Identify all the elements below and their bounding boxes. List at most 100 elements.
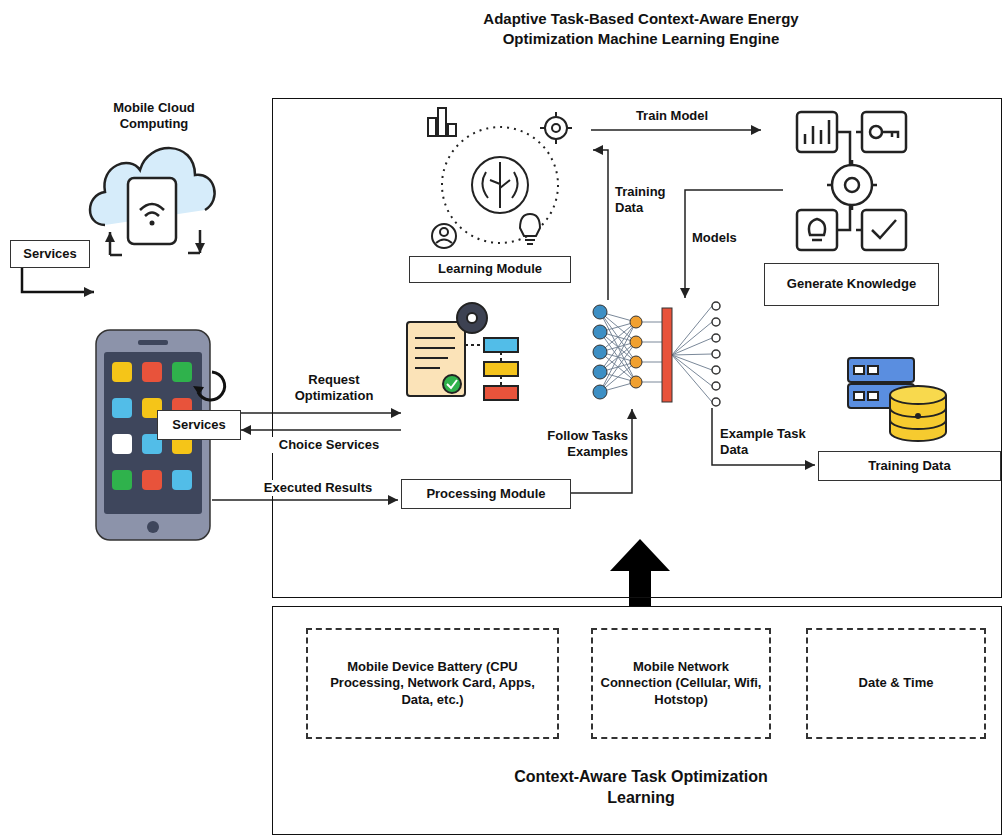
phone-icon — [104, 352, 202, 514]
network-icon — [712, 334, 720, 342]
app-tile — [112, 362, 132, 382]
processing-icon — [443, 375, 461, 393]
phone-icon — [147, 521, 159, 533]
phone-icon — [96, 330, 225, 540]
module-box: Processing Module — [401, 479, 571, 509]
module-label: Learning Module — [432, 259, 548, 279]
processing-icon — [484, 386, 518, 400]
context-box: Mobile Network Connection (Cellular, Wif… — [591, 628, 771, 739]
flow-line — [571, 409, 632, 493]
service-label: Services — [166, 415, 232, 435]
app-tile — [142, 398, 162, 418]
network-icon — [630, 356, 642, 368]
module-node: Learning Module — [409, 96, 591, 283]
app-tile — [142, 434, 162, 454]
phone-icon — [193, 386, 204, 395]
network-icon — [593, 302, 720, 406]
phone-icon — [112, 362, 192, 490]
module-box: Generate Knowledge — [764, 263, 939, 306]
context-label: Mobile Device Battery (CPU Processing, N… — [308, 657, 557, 710]
learning-icon — [545, 117, 567, 139]
service-box: Services — [10, 240, 90, 268]
module-node: Processing Module — [401, 301, 571, 509]
learning-icon — [552, 124, 560, 132]
learning-icon — [438, 108, 446, 136]
module-box: Training Data — [818, 451, 1001, 481]
module-box: Learning Module — [409, 256, 571, 283]
database-icon — [854, 366, 864, 374]
processing-icon — [484, 338, 518, 352]
annotation-label: Executed Results — [248, 480, 388, 496]
module-label: Processing Module — [420, 484, 551, 504]
annotation-label: Models — [690, 230, 760, 246]
learning-icon — [428, 108, 572, 248]
learning-icon — [482, 162, 517, 208]
knowledge-icon — [797, 112, 837, 152]
network-icon — [672, 355, 712, 402]
result-arrow — [212, 499, 398, 501]
network-icon — [672, 354, 712, 355]
cloud-icon — [199, 230, 202, 253]
context-label: Date & Time — [853, 673, 940, 693]
network-icon — [712, 366, 720, 374]
knowledge-icon — [870, 126, 882, 138]
edge-label: Choice Services — [262, 437, 396, 453]
group-heading: Context-Aware Task Optimization Learning — [501, 767, 781, 809]
network-icon — [593, 385, 607, 399]
processing-icon — [484, 362, 518, 376]
app-tile — [112, 434, 132, 454]
processing-icon — [457, 303, 487, 333]
processing-icon — [407, 303, 518, 400]
phone-icon — [138, 340, 168, 345]
cloud-icon — [128, 178, 176, 244]
network-icon — [672, 322, 712, 355]
cloud-icon — [110, 253, 200, 255]
network-icon — [630, 316, 642, 328]
flow-line — [712, 408, 815, 465]
network-icon — [593, 345, 607, 359]
group-frame: Learning ModuleGenerate KnowledgeProcess… — [272, 98, 1002, 598]
cloud-icon — [150, 221, 155, 226]
network-icon — [672, 355, 712, 386]
app-tile — [142, 362, 162, 382]
knowledge-icon — [805, 120, 829, 144]
processing-icon — [465, 345, 501, 386]
context-arrow — [629, 570, 651, 606]
database-icon — [868, 392, 878, 400]
knowledge-icon — [872, 220, 896, 238]
context-box: Date & Time — [806, 628, 986, 739]
database-icon — [848, 358, 946, 441]
knowledge-icon — [845, 178, 859, 192]
annotation-label: Example Task Data — [718, 426, 818, 459]
network-icon — [672, 306, 712, 355]
module-node: Generate Knowledge — [761, 101, 939, 306]
module-label: Training Data — [862, 456, 956, 476]
learning-icon — [540, 112, 572, 144]
knowledge-icon — [882, 132, 898, 138]
annotation-label: Mobile Cloud Computing — [92, 100, 216, 133]
cloud-icon — [90, 148, 215, 255]
network-icon — [672, 338, 712, 355]
learning-icon — [448, 124, 456, 136]
app-tile — [172, 362, 192, 382]
network-icon — [630, 376, 642, 388]
database-icon — [868, 366, 878, 374]
database-icon — [854, 392, 864, 400]
processing-icon — [447, 380, 457, 388]
edge-label: Request Optimization — [280, 372, 388, 405]
knowledge-icon — [862, 112, 906, 152]
learning-icon — [428, 118, 436, 136]
flow-line — [685, 190, 783, 298]
app-tile — [112, 398, 132, 418]
flow-arrow — [241, 429, 401, 431]
network-icon — [712, 398, 720, 406]
phone-icon — [198, 372, 225, 400]
network-icon — [712, 382, 720, 390]
learning-icon — [472, 157, 528, 213]
module-label: Generate Knowledge — [781, 274, 922, 294]
database-icon — [848, 358, 914, 382]
processing-icon — [407, 322, 465, 396]
network-icon — [593, 305, 607, 319]
knowledge-icon — [827, 160, 877, 210]
flow-line — [571, 150, 815, 493]
